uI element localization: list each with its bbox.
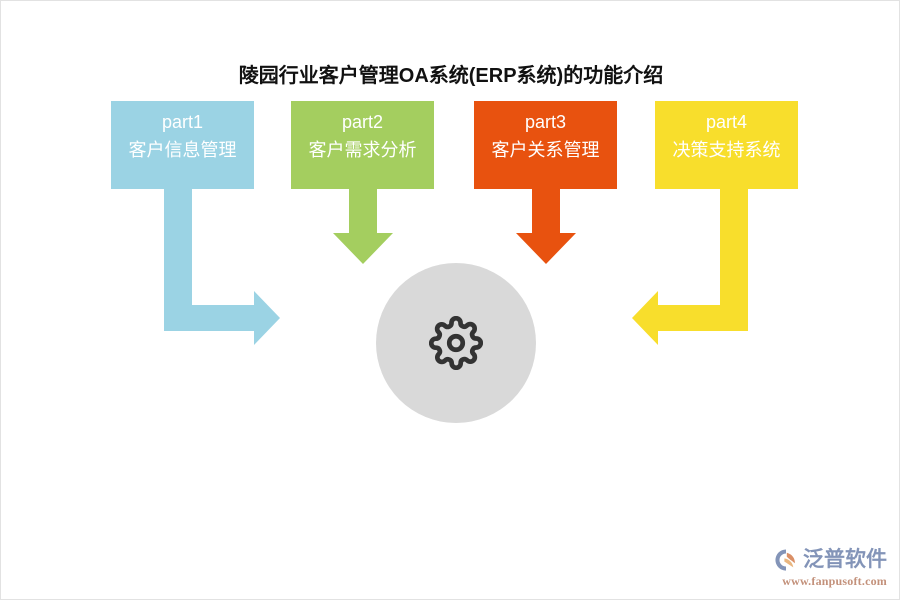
watermark-brand: 泛普软件 — [803, 548, 887, 571]
gear-icon — [429, 316, 483, 370]
part-box-4[interactable]: part4 决策支持系统 — [655, 101, 798, 189]
part-label-2: 客户需求分析 — [308, 140, 417, 160]
watermark-brand-row: 泛普软件 — [773, 547, 887, 573]
part-index-1: part1 — [161, 112, 204, 132]
part-box-2[interactable]: part2 客户需求分析 — [291, 101, 434, 189]
page-title: 陵园行业客户管理OA系统(ERP系统)的功能介绍 — [238, 65, 664, 87]
part-index-4: part4 — [705, 112, 748, 132]
part-label-3: 客户关系管理 — [491, 140, 600, 160]
watermark-url: www.fanpusoft.com — [782, 574, 887, 588]
part-index-2: part2 — [341, 112, 384, 132]
arrow-down-3 — [516, 187, 576, 264]
arrow-down-right-1 — [164, 187, 280, 345]
part-box-3[interactable]: part3 客户关系管理 — [474, 101, 617, 189]
part-index-3: part3 — [524, 112, 567, 132]
part-box-1[interactable]: part1 客户信息管理 — [111, 101, 254, 189]
arrow-down-left-4 — [632, 187, 748, 345]
center-node[interactable] — [376, 263, 536, 423]
fanpu-logo-icon — [773, 547, 799, 573]
part-label-1: 客户信息管理 — [128, 140, 237, 160]
watermark-logo: 泛普软件 www.fanpusoft.com — [751, 531, 887, 589]
part-label-4: 决策支持系统 — [672, 140, 781, 160]
arrow-down-2 — [333, 187, 393, 264]
